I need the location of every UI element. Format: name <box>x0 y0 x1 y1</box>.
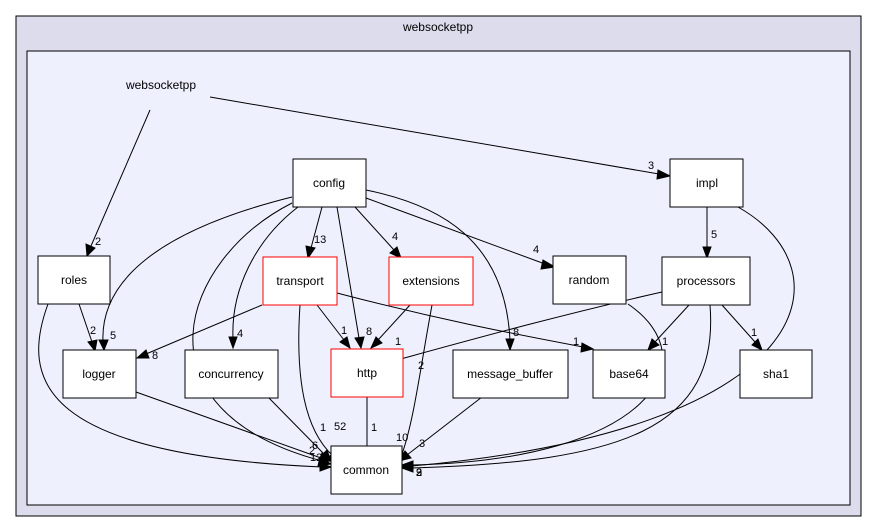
node-base64[interactable]: base64 <box>592 349 666 399</box>
edge-label: 3 <box>419 438 425 450</box>
node-processors[interactable]: processors <box>661 256 751 306</box>
node-common[interactable]: common <box>330 445 403 495</box>
edge-websocketpp-impl[interactable]: 3 <box>209 96 672 180</box>
node-config-label: config <box>313 176 345 190</box>
node-transport-label: transport <box>276 274 324 288</box>
edge-roles-logger[interactable]: 2 <box>78 303 98 353</box>
edge-label: 1 <box>320 422 326 434</box>
node-roles-label: roles <box>61 273 87 287</box>
edge-label: 8 <box>152 350 158 362</box>
node-roles[interactable]: roles <box>37 255 111 305</box>
edge-transport-base64[interactable]: 1 <box>336 292 595 353</box>
edge-impl-processors[interactable]: 5 <box>702 207 717 260</box>
edge-label: 2 <box>95 236 101 248</box>
node-logger[interactable]: logger <box>62 349 137 399</box>
edge-label: 6 <box>312 440 318 452</box>
node-logger-label: logger <box>82 367 115 381</box>
edge-label: 13 <box>314 234 326 246</box>
edge-label: 1 <box>573 336 579 348</box>
edge-websocketpp-roles[interactable]: 2 <box>85 109 151 258</box>
node-impl[interactable]: impl <box>669 158 744 208</box>
node-transport[interactable]: transport <box>262 256 338 306</box>
edge-concurrency-common[interactable]: 1 <box>267 396 332 463</box>
node-http[interactable]: http <box>330 348 404 398</box>
node-impl-label: impl <box>696 176 718 190</box>
edge-extensions-http[interactable]: 1 <box>369 304 411 350</box>
edge-label: 3 <box>416 467 422 479</box>
edge-label: 4 <box>533 244 539 256</box>
edge-label: 1 <box>371 422 377 434</box>
edge-label: 5 <box>711 229 717 241</box>
node-http-label: http <box>357 366 377 380</box>
edge-config-transport[interactable]: 13 <box>305 206 326 260</box>
node-config[interactable]: config <box>292 158 367 208</box>
node-sha1-label: sha1 <box>763 367 789 381</box>
edge-processors-sha1[interactable]: 1 <box>721 304 763 352</box>
edge-label: 2 <box>309 445 315 457</box>
edge-label: 8 <box>513 327 519 339</box>
edge-label: 52 <box>334 421 346 433</box>
edge-label: 9 <box>416 467 422 479</box>
node-random[interactable]: random <box>552 255 627 305</box>
node-extensions-label: extensions <box>402 274 459 288</box>
edge-config-random[interactable]: 4 <box>365 197 557 270</box>
inner-cluster-label[interactable]: websocketpp <box>125 78 196 92</box>
edge-label: 1 <box>751 327 757 339</box>
edge-config-concurrency[interactable]: 4 <box>228 206 299 350</box>
node-base64-label: base64 <box>609 367 649 381</box>
node-processors-label: processors <box>677 274 736 288</box>
edge-config-message-buffer[interactable]: 8 <box>365 189 519 352</box>
edge-transport-logger[interactable]: 8 <box>135 304 263 362</box>
edge-config-logger[interactable]: 5 <box>98 196 293 352</box>
edge-roles-common[interactable]: 2 <box>38 303 333 472</box>
node-concurrency[interactable]: concurrency <box>184 349 279 399</box>
node-extensions[interactable]: extensions <box>388 256 474 306</box>
edge-config-extensions[interactable]: 4 <box>354 206 402 259</box>
edge-config-http[interactable]: 8 <box>336 206 372 350</box>
node-message-buffer[interactable]: message_buffer <box>452 349 569 399</box>
edge-label: 1 <box>395 336 401 348</box>
edge-label: 2 <box>416 467 422 479</box>
node-concurrency-label: concurrency <box>198 367 263 381</box>
nodes: config impl roles transport extensions r… <box>37 158 813 495</box>
edge-label: 1 <box>341 325 347 337</box>
edge-transport-http[interactable]: 1 <box>316 304 351 350</box>
node-random-label: random <box>569 273 610 287</box>
edge-processors-base64[interactable]: 1 <box>647 304 690 351</box>
edge-label: 4 <box>237 328 243 340</box>
edge-label: 3 <box>648 160 654 172</box>
node-sha1[interactable]: sha1 <box>739 349 813 399</box>
edge-random-common[interactable]: 2 <box>400 303 664 479</box>
outer-cluster-title[interactable]: websocketpp <box>402 20 473 34</box>
edge-label: 2 <box>418 360 424 372</box>
node-message-buffer-label: message_buffer <box>467 367 553 381</box>
edge-label: 10 <box>396 432 408 444</box>
edges: 3 2 13 4 4 4 5 <box>38 96 795 479</box>
edge-label: 4 <box>392 231 398 243</box>
edge-label: 1 <box>662 336 668 348</box>
node-common-label: common <box>343 463 389 477</box>
edge-label: 2 <box>90 325 96 337</box>
edge-label: 5 <box>110 330 116 342</box>
edge-label: 8 <box>366 326 372 338</box>
